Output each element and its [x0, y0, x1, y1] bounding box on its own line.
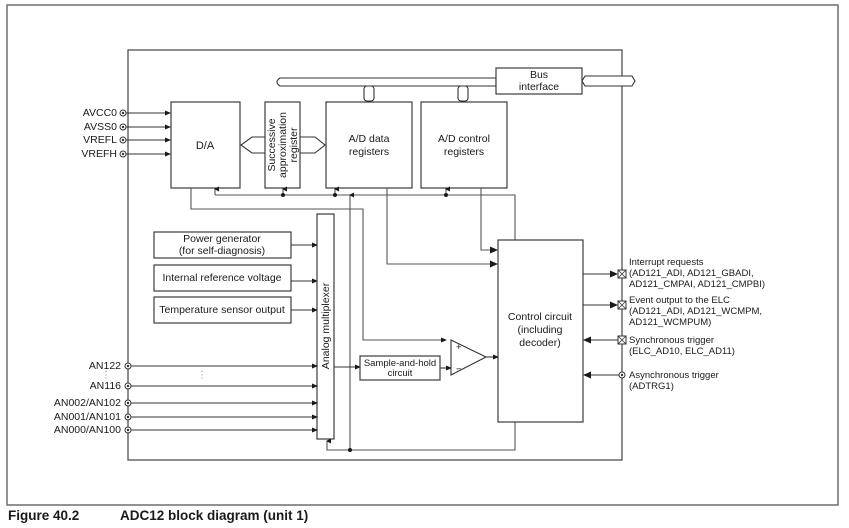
svg-text:Synchronous trigger: Synchronous trigger — [629, 335, 714, 346]
ellipsis-left: ⋮ — [101, 370, 111, 381]
ad-data-label-1: A/D data — [349, 133, 390, 145]
input-synchronous-trigger: Synchronous trigger (ELC_AD10, ELC_AD11) — [583, 335, 735, 357]
svg-text:AN000/AN100: AN000/AN100 — [54, 424, 121, 436]
pin-vrefh: VREFH — [81, 148, 171, 160]
analog-inputs: AN122 ⋮ ⋮ AN116 AN002/AN102 AN001/AN101 … — [54, 360, 318, 436]
internal-bus — [276, 77, 497, 87]
svg-text:(ELC_AD10, ELC_AD11): (ELC_AD10, ELC_AD11) — [629, 346, 735, 357]
svg-text:AN001/AN101: AN001/AN101 — [54, 411, 121, 423]
sar-block — [264, 101, 301, 189]
power-generator-label-1: Power generator — [183, 233, 261, 245]
external-bus — [581, 75, 636, 87]
control-circuit-label-1: Control circuit — [508, 311, 572, 323]
pin-avcc0: AVCC0 — [83, 107, 171, 119]
junction-dot — [348, 448, 352, 452]
svg-text:VREFH: VREFH — [81, 148, 117, 160]
ad-control-registers-block — [420, 101, 508, 189]
figure-frame — [6, 4, 839, 506]
svg-text:AN116: AN116 — [90, 380, 121, 392]
sample-and-hold-label-1: Sample-and-hold — [364, 358, 436, 369]
svg-text:approximation: approximation — [277, 112, 289, 178]
svg-text:AN002/AN102: AN002/AN102 — [54, 397, 121, 409]
sar-to-data-bus — [300, 136, 326, 154]
power-pins: AVCC0 AVSS0 VREFL VREFH — [81, 107, 171, 160]
pin-an002-an102: AN002/AN102 — [54, 397, 318, 409]
pin-avss0: AVSS0 — [84, 121, 171, 133]
figure-title: ADC12 block diagram (unit 1) — [120, 508, 309, 523]
bus-tap-data — [363, 85, 375, 102]
module-boundary — [127, 49, 623, 461]
figure-number: Figure 40.2 — [8, 508, 80, 523]
sar-label: Successive approximation register — [266, 112, 300, 178]
sample-and-hold-label-2: circuit — [388, 368, 413, 379]
comparator-minus: − — [456, 364, 462, 375]
da-label: D/A — [196, 140, 215, 152]
sar-to-da-bus — [240, 136, 265, 154]
sample-and-hold-block — [359, 355, 441, 381]
pin-an000-an100: AN000/AN100 — [54, 424, 318, 436]
pin-vrefl: VREFL — [83, 134, 171, 146]
svg-text:VREFL: VREFL — [83, 134, 117, 146]
control-circuit-label-3: decoder) — [519, 337, 560, 349]
svg-text:Interrupt requests: Interrupt requests — [629, 257, 704, 268]
internal-control-wiring — [190, 186, 516, 450]
ad-data-label-2: registers — [349, 146, 389, 158]
da-block — [170, 101, 241, 189]
bus-interface-label-1: Bus — [530, 69, 548, 81]
control-circuit-block — [497, 239, 584, 423]
svg-text:Successive: Successive — [266, 118, 278, 171]
ad-control-label-2: registers — [444, 146, 484, 158]
svg-text:AVSS0: AVSS0 — [84, 121, 117, 133]
svg-text:AN122: AN122 — [89, 360, 121, 372]
mux-control-wire — [326, 422, 516, 451]
output-interrupt-requests: Interrupt requests (AD121_ADI, AD121_GBA… — [583, 257, 765, 290]
comparator-plus: + — [456, 342, 462, 353]
ad-control-label-1: A/D control — [438, 133, 490, 145]
ad-data-registers-block — [325, 101, 413, 189]
svg-text:AD121_CMPAI, AD121_CMPBI): AD121_CMPAI, AD121_CMPBI) — [629, 279, 765, 290]
internal-reference-block — [153, 264, 292, 292]
power-generator-label-2: (for self-diagnosis) — [179, 245, 265, 257]
svg-text:(ADTRG1): (ADTRG1) — [629, 381, 674, 392]
svg-text:AVCC0: AVCC0 — [83, 107, 117, 119]
temperature-sensor-label: Temperature sensor output — [159, 304, 285, 316]
comparator — [450, 339, 488, 376]
bus-tap-control — [457, 85, 469, 102]
figure-caption: Figure 40.2 ADC12 block diagram (unit 1) — [8, 508, 308, 523]
analog-multiplexer-label: Analog multiplexer — [320, 282, 332, 369]
input-asynchronous-trigger: Asynchronous trigger (ADTRG1) — [583, 370, 719, 392]
svg-text:(AD121_ADI, AD121_GBADI,: (AD121_ADI, AD121_GBADI, — [629, 268, 754, 279]
output-event-elc: Event output to the ELC (AD121_ADI, AD12… — [583, 295, 762, 328]
pin-an001-an101: AN001/AN101 — [54, 411, 318, 423]
bus-interface-label-2: interface — [519, 81, 559, 93]
ellipsis-middle: ⋮ — [197, 370, 207, 381]
pin-an116: AN116 — [90, 380, 318, 392]
svg-text:register: register — [288, 127, 300, 163]
pin-an122: AN122 — [89, 360, 318, 372]
svg-text:Asynchronous trigger: Asynchronous trigger — [629, 370, 719, 381]
control-circuit-label-2: (including — [518, 324, 563, 336]
power-generator-block — [153, 231, 292, 259]
svg-text:AD121_WCMPUM): AD121_WCMPUM) — [629, 317, 711, 328]
svg-text:Event output to the ELC: Event output to the ELC — [629, 295, 730, 306]
analog-multiplexer-block — [316, 213, 335, 440]
internal-reference-label: Internal reference voltage — [162, 272, 281, 284]
svg-text:(AD121_ADI, AD121_WCMPM,: (AD121_ADI, AD121_WCMPM, — [629, 306, 762, 317]
